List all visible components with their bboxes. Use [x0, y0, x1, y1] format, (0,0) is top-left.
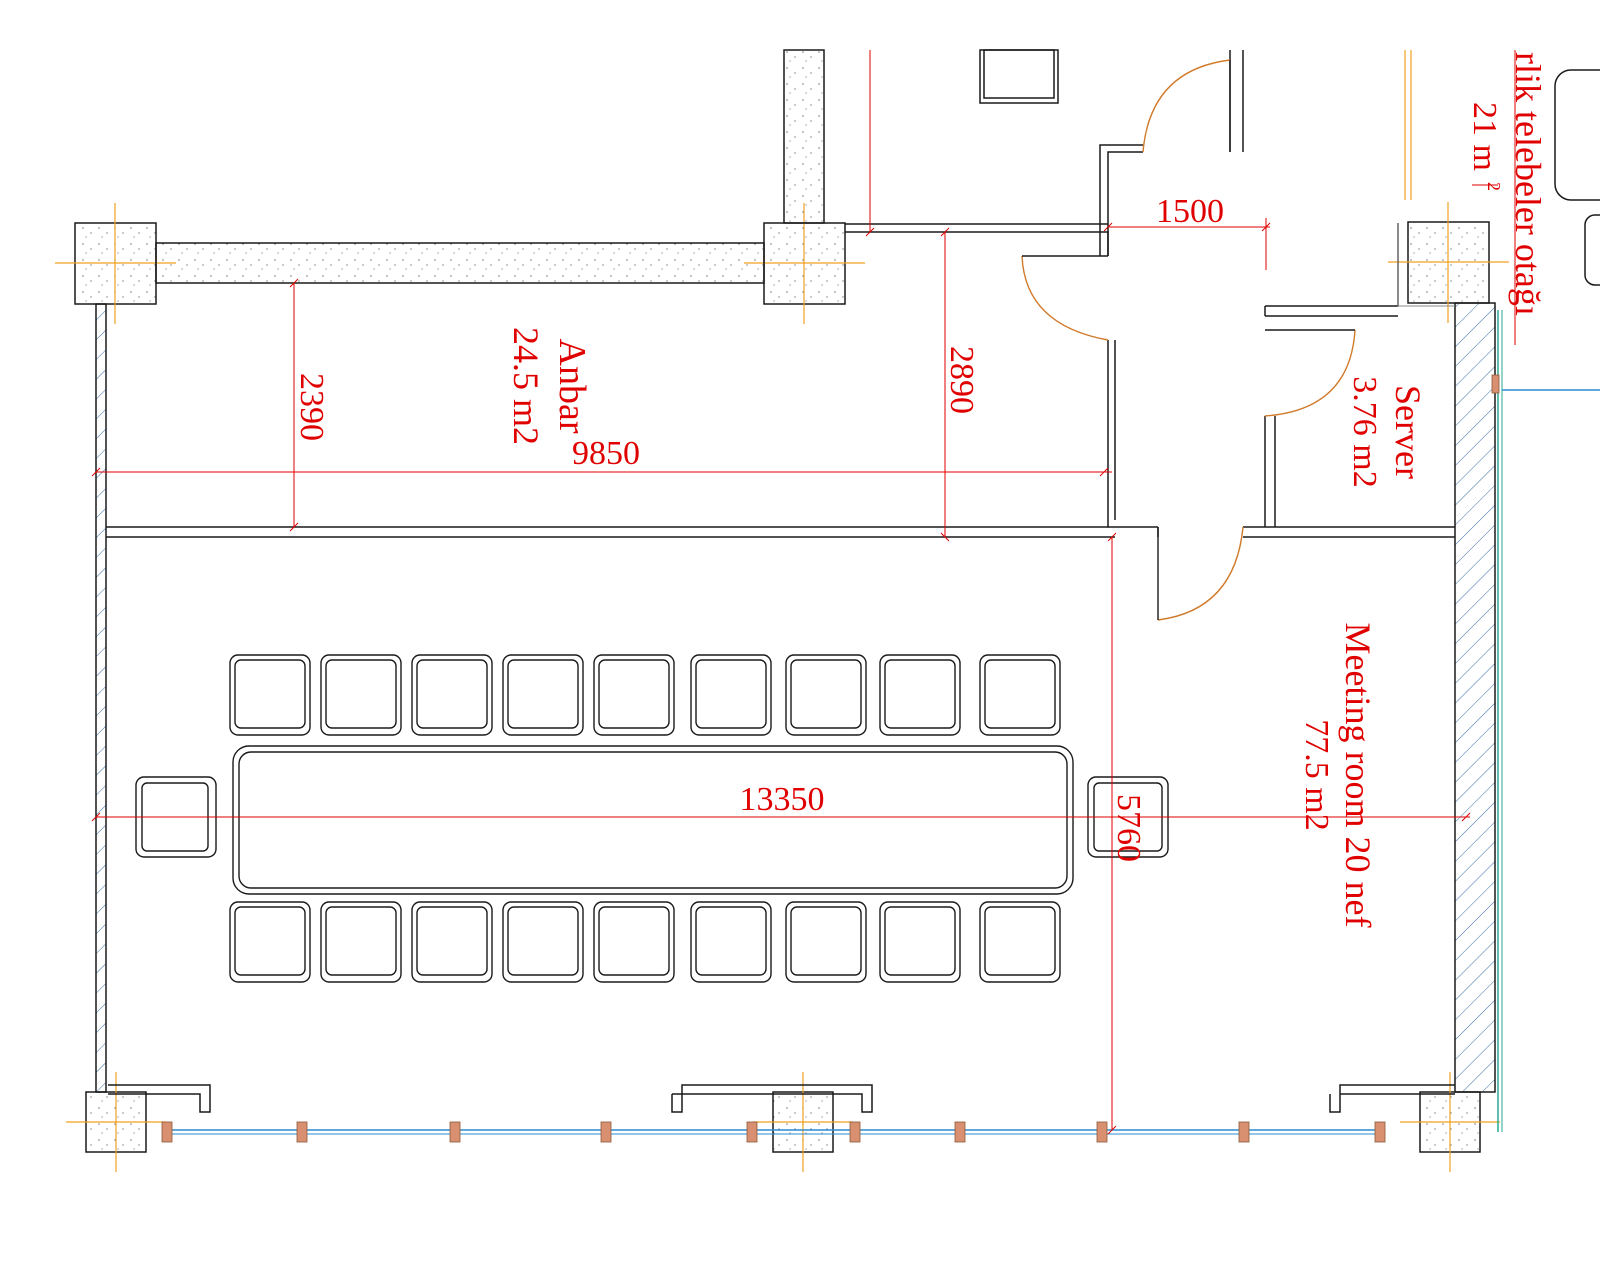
- edge-room-area-superscript: 2: [1484, 182, 1504, 191]
- window-mullion: [849, 1121, 861, 1143]
- chair-top-2: [320, 654, 402, 736]
- door-server: [1264, 329, 1356, 417]
- bottom-window: [161, 1121, 1386, 1143]
- window-mullion: [954, 1121, 966, 1143]
- door-top: [1142, 59, 1231, 153]
- chair-bottom-2: [320, 901, 402, 983]
- curtain-wall: [1397, 50, 1600, 1132]
- window-mullion: [296, 1121, 308, 1143]
- walls: [95, 49, 1496, 1113]
- chairs-bottom-row: [229, 901, 1061, 983]
- chair-bottom-9: [979, 901, 1061, 983]
- chair-bottom-8: [879, 901, 961, 983]
- chair-bottom-7: [785, 901, 867, 983]
- right-hatched-wall: [1454, 302, 1496, 1093]
- dimension-5760: 5760: [1110, 794, 1147, 862]
- upper-concrete-wall: [783, 49, 825, 224]
- chair-top-3: [411, 654, 493, 736]
- edge-fixtures: [1554, 69, 1600, 286]
- chair-top-7: [785, 654, 867, 736]
- columns: [74, 221, 1490, 1153]
- doors: [1021, 59, 1356, 621]
- chair-top-6: [690, 654, 772, 736]
- storage-room-name: Anbar: [551, 339, 593, 434]
- chair-bottom-5: [593, 901, 675, 983]
- door-meeting: [1157, 526, 1244, 621]
- window-mullion: [449, 1121, 461, 1143]
- edge-room-area: 21 m: [1466, 102, 1503, 171]
- chair-bottom-6: [690, 901, 772, 983]
- dimension-1500: 1500: [1156, 193, 1224, 230]
- chair-top-1: [229, 654, 311, 736]
- meeting-room-area: 77.5 m2: [1298, 719, 1335, 830]
- server-room-name: Server: [1388, 385, 1428, 479]
- chair-top-9: [979, 654, 1061, 736]
- dimension-13350: 13350: [740, 781, 825, 818]
- chair-top-4: [502, 654, 584, 736]
- server-room-area: 3.76 m2: [1346, 376, 1383, 487]
- window-mullion: [1238, 1121, 1250, 1143]
- door-storage: [1021, 255, 1109, 341]
- top-concrete-wall: [155, 242, 765, 284]
- dimension-9850: 9850: [572, 435, 640, 472]
- conference-table: [232, 745, 1074, 895]
- dimension-lines: [91, 50, 1516, 1135]
- window-mullion: [1374, 1121, 1386, 1143]
- furniture: [135, 654, 1169, 983]
- storage-room-area: 24.5 m2: [506, 327, 546, 445]
- chair-bottom-4: [502, 901, 584, 983]
- chair-bottom-3: [411, 901, 493, 983]
- chairs-top-row: [229, 654, 1061, 736]
- window-mullion: [1096, 1121, 1108, 1143]
- chair-top-5: [593, 654, 675, 736]
- labels: 1500 9850 13350 2390 2890 5760 Anbar 24.…: [293, 52, 1548, 927]
- column-centerlines: [55, 202, 1509, 1172]
- edge-room-name: rlik telebeler otağı: [1508, 52, 1548, 316]
- chair-top-8: [879, 654, 961, 736]
- window-mullion: [600, 1121, 612, 1143]
- window-mullion: [746, 1121, 758, 1143]
- dimension-2390: 2390: [293, 373, 330, 441]
- window-mullions: [161, 1121, 1386, 1143]
- left-wall: [95, 303, 107, 1093]
- window-mullion: [161, 1121, 173, 1143]
- chair-bottom-1: [229, 901, 311, 983]
- dimension-2890: 2890: [943, 346, 980, 414]
- meeting-room-name: Meeting room 20 nef: [1338, 623, 1378, 928]
